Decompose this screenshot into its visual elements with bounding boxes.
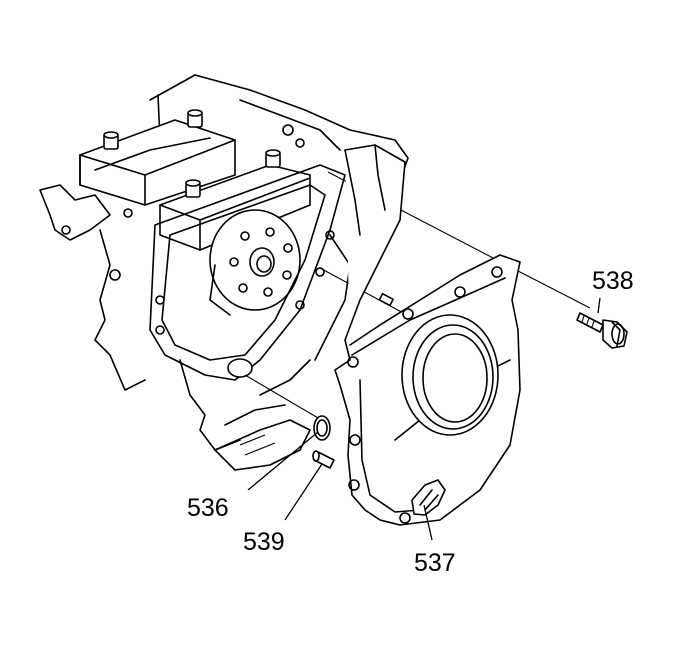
engine-block: [39, 74, 409, 471]
cap-bolt-icon: [187, 109, 203, 128]
cap-bolt-icon: [185, 179, 201, 198]
oil-seal-plate: [411, 479, 446, 516]
bolt-538: [576, 312, 628, 349]
o-ring-536: [313, 415, 331, 441]
dowel-bore: [227, 358, 253, 378]
dowel-pin-539: [312, 450, 335, 469]
callout-538: 538: [592, 267, 634, 295]
cap-bolt-icon: [103, 131, 119, 150]
callout-536: 536: [187, 494, 229, 522]
callout-539: 539: [243, 528, 285, 556]
callout-537: 537: [414, 549, 456, 577]
crankshaft-flange: [209, 209, 301, 316]
rear-cover: [334, 144, 521, 526]
leader-lines: [247, 297, 601, 541]
seal-bore: [401, 314, 499, 436]
cap-bolt-icon: [265, 149, 281, 168]
